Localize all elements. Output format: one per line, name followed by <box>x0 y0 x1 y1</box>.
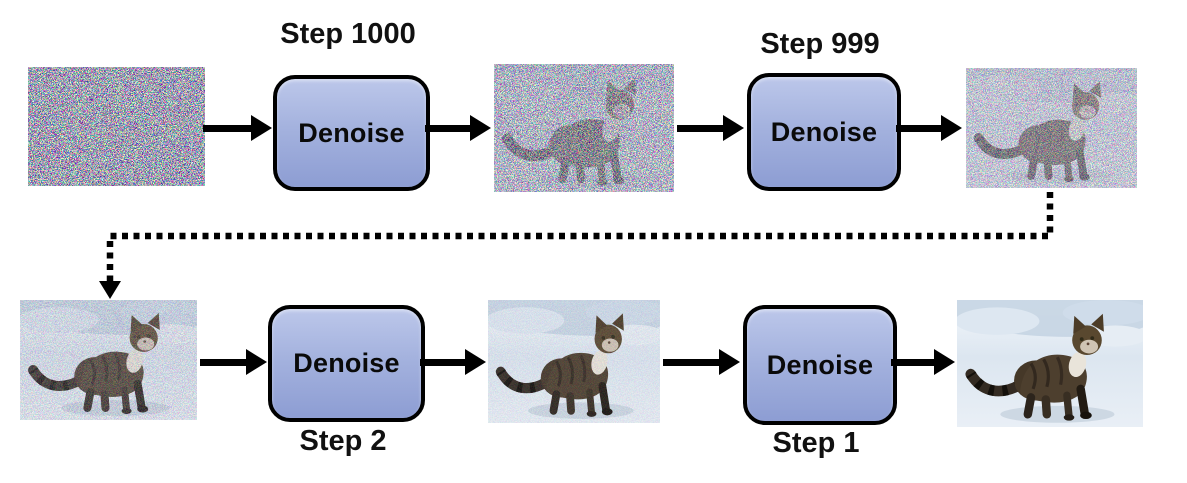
arrow-shaft <box>891 358 934 366</box>
step-label-1: Step 1 <box>772 427 860 459</box>
denoise-box-label: Denoise <box>293 348 400 378</box>
denoise-box-step-2: Denoise <box>268 305 425 422</box>
noise-overlay <box>966 68 1137 188</box>
noise-overlay <box>20 300 197 420</box>
pure-noise-image <box>28 67 205 186</box>
arrow-head <box>934 349 955 375</box>
arrow-right-icon <box>420 349 486 375</box>
denoise-box-step-999: Denoise <box>747 73 901 191</box>
noise-overlay <box>28 67 205 186</box>
arrow-head <box>465 349 486 375</box>
dashed-line <box>106 192 1054 284</box>
step-label-999: Step 999 <box>760 28 880 60</box>
faintly-noisy-cat-image <box>488 300 660 423</box>
arrow-right-icon <box>891 349 955 375</box>
arrow-shaft <box>425 124 470 132</box>
step-label-1000: Step 1000 <box>280 18 416 50</box>
arrow-right-icon <box>896 115 962 141</box>
arrow-shaft <box>203 124 251 132</box>
arrow-right-icon <box>425 115 491 141</box>
denoise-box-label: Denoise <box>766 349 874 380</box>
arrow-shaft <box>200 358 246 366</box>
noise-overlay <box>488 300 660 423</box>
clean-cat-image <box>957 300 1143 427</box>
noisy-cat-image <box>966 68 1137 188</box>
arrow-head <box>246 349 267 375</box>
denoise-box-label: Denoise <box>298 117 405 148</box>
arrow-down-head <box>99 281 121 299</box>
arrow-shaft <box>420 358 465 366</box>
arrow-right-icon <box>200 349 267 375</box>
arrow-right-icon <box>677 115 744 141</box>
slightly-noisy-cat-image <box>20 300 197 420</box>
arrow-shaft <box>896 124 941 132</box>
step-label-2: Step 2 <box>299 425 387 457</box>
arrow-head <box>941 115 962 141</box>
arrow-head <box>470 115 491 141</box>
arrow-head <box>719 349 740 375</box>
arrow-shaft <box>663 358 719 366</box>
heavily-noisy-cat-image <box>494 64 674 192</box>
noise-overlay <box>494 64 674 192</box>
arrow-right-icon <box>203 115 272 141</box>
denoise-box-step-1000: Denoise <box>273 75 430 191</box>
arrow-head <box>723 115 744 141</box>
arrow-head <box>251 115 272 141</box>
denoise-box-label: Denoise <box>770 116 878 147</box>
arrow-right-icon <box>663 349 740 375</box>
arrow-shaft <box>677 124 723 132</box>
denoise-box-step-1: Denoise <box>743 305 897 425</box>
